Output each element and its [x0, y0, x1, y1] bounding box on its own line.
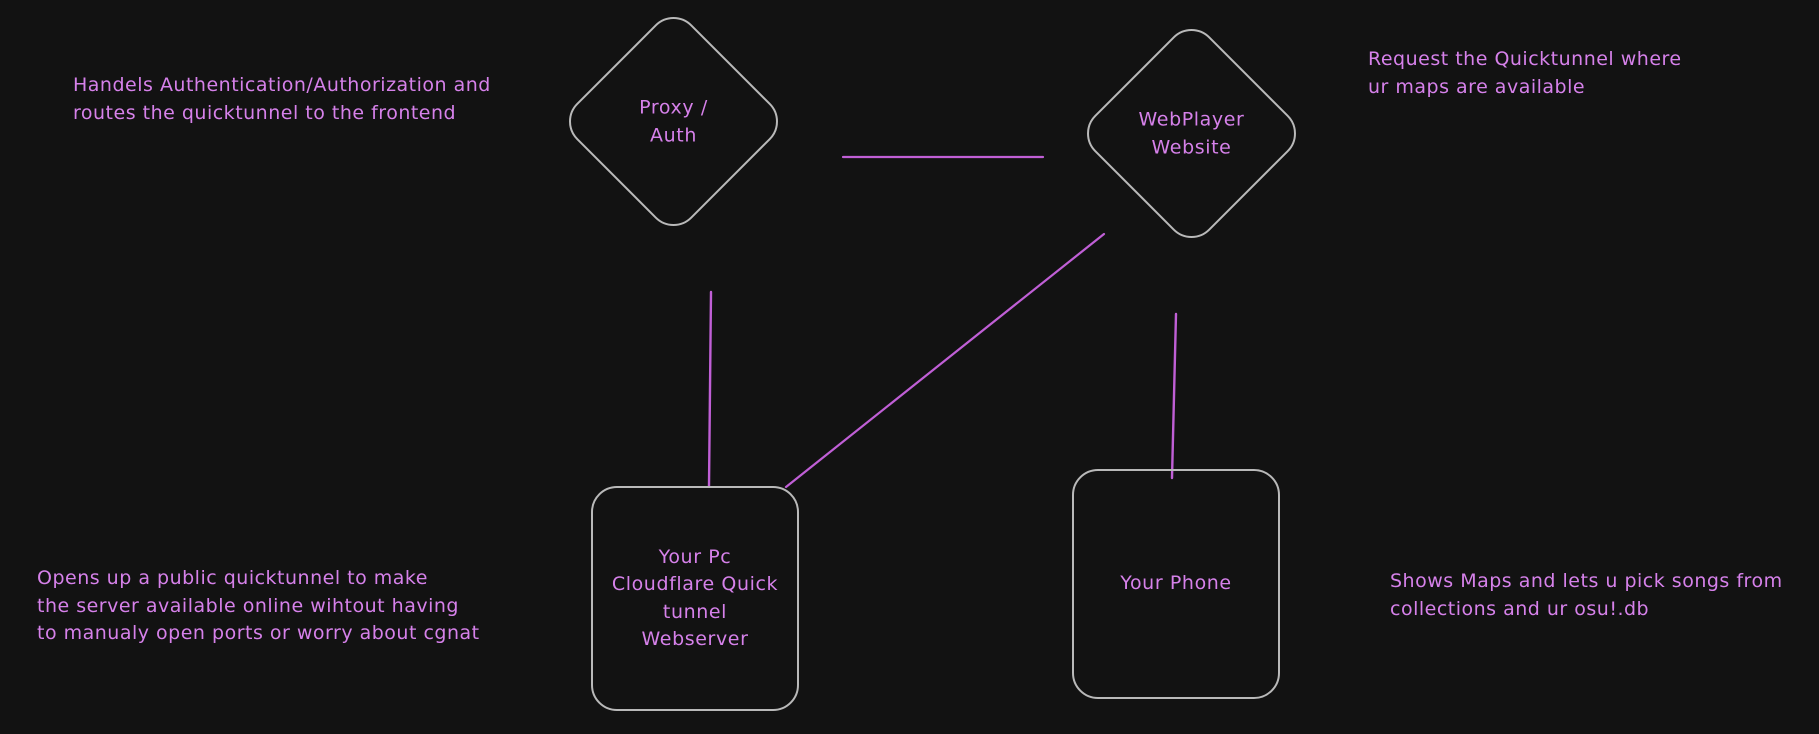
note-your-pc: Opens up a public quicktunnel to make th… — [37, 567, 480, 645]
node-your-phone[interactable]: Your Phone — [1072, 469, 1280, 699]
edge-webplayer-to-your-pc — [784, 232, 1106, 489]
note-your-phone: Shows Maps and lets u pick songs from co… — [1390, 570, 1783, 620]
node-webplayer-website-label: WebPlayer Website — [1138, 107, 1245, 158]
node-proxy-auth-label: Proxy / Auth — [639, 95, 708, 146]
node-proxy-auth[interactable]: Proxy / Auth — [558, 6, 789, 237]
edge-webplayer-to-your-phone — [1170, 312, 1178, 480]
edge-proxy-to-your-pc — [707, 290, 713, 488]
node-webplayer-website[interactable]: WebPlayer Website — [1076, 18, 1307, 249]
node-your-phone-label: Your Phone — [1120, 572, 1232, 595]
note-webplayer: Request the Quicktunnel where ur maps ar… — [1368, 48, 1682, 98]
node-your-pc[interactable]: Your Pc Cloudflare Quick tunnel Webserve… — [591, 486, 799, 711]
note-proxy-auth: Handels Authentication/Authorization and… — [73, 74, 491, 124]
node-your-pc-label: Your Pc Cloudflare Quick tunnel Webserve… — [611, 545, 779, 651]
